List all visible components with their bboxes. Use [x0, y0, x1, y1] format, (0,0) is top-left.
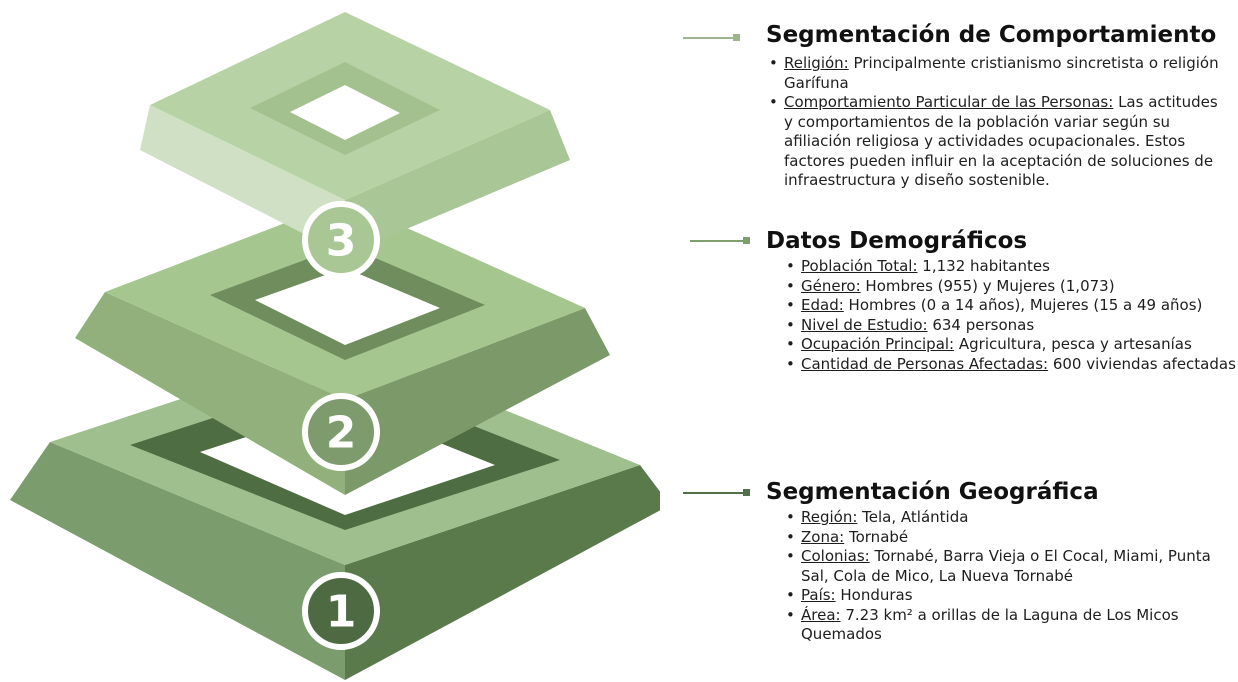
geographic-item: Zona: Tornabé — [786, 527, 1221, 548]
level-2-badge: 2 — [302, 393, 380, 471]
geographic-item: Área: 7.23 km² a orillas de la Laguna de… — [786, 605, 1221, 645]
demographic-item-label: Población Total: — [801, 257, 918, 275]
demographic-item: Género: Hombres (955) y Mujeres (1,073) — [786, 276, 1238, 297]
level-3-inner-floor — [290, 85, 400, 140]
level-3-left-face — [140, 105, 345, 255]
level-3-number: 3 — [326, 216, 357, 267]
level-1-number: 1 — [326, 587, 357, 638]
level-1-badge: 1 — [302, 572, 380, 650]
level-2-number: 2 — [326, 408, 357, 459]
demographic-item-label: Edad: — [801, 296, 844, 314]
geographic-item-label: País: — [801, 586, 836, 604]
demographic-item-text: 1,132 habitantes — [917, 257, 1050, 275]
geographic-item-text: Honduras — [835, 586, 913, 604]
demographic-item: Edad: Hombres (0 a 14 años), Mujeres (15… — [786, 296, 1238, 316]
demographic-item: Población Total: 1,132 habitantes — [786, 257, 1238, 277]
list-geographic: Región: Tela, AtlántidaZona: TornabéColo… — [783, 508, 1221, 645]
demographic-item: Cantidad de Personas Afectadas: 600 vivi… — [786, 354, 1238, 375]
level-2-right-face — [345, 308, 610, 495]
geographic-item-label: Región: — [801, 508, 858, 526]
demographic-item-label: Género: — [801, 276, 861, 295]
section-title-behavior: Segmentación de Comportamiento — [766, 22, 1217, 48]
behavior-item-text: Las actitudes y comportamientos de la po… — [784, 93, 1218, 189]
geographic-item-text: Tela, Atlántida — [857, 508, 969, 526]
behavior-item-text: Principalmente cristianismo sincretista … — [784, 54, 1219, 92]
behavior-item: Religión: Principalmente cristianismo si… — [769, 54, 1229, 93]
section-title-geographic: Segmentación Geográfica — [766, 479, 1099, 505]
level-2-left-face — [75, 292, 345, 495]
level-1-left-face — [10, 442, 345, 680]
demographic-item-text: Hombres (0 a 14 años), Mujeres (15 a 49 … — [843, 296, 1203, 314]
geographic-item-label: Zona: — [801, 527, 845, 546]
demographic-item-text: 600 viviendas afectadas — [1048, 354, 1236, 373]
demographic-item-label: Ocupación Principal: — [801, 335, 955, 353]
geographic-item: Región: Tela, Atlántida — [786, 508, 1221, 528]
demographic-item-text: Agricultura, pesca y artesanías — [954, 335, 1192, 353]
geographic-item-text: Tornabé, Barra Vieja o El Cocal, Miami, … — [801, 547, 1211, 585]
level-3-right-face — [345, 110, 570, 255]
geographic-item-text: 7.23 km² a orillas de la Laguna de Los M… — [801, 605, 1179, 644]
level-1-right-face — [345, 465, 660, 680]
geographic-item-text: Tornabé — [844, 527, 909, 546]
demographic-item-text: Hombres (955) y Mujeres (1,073) — [860, 276, 1115, 295]
demographic-item-text: 634 personas — [927, 315, 1035, 334]
geographic-item: País: Honduras — [786, 586, 1221, 606]
behavior-item: Comportamiento Particular de las Persona… — [769, 93, 1229, 191]
pyramid-level-3 — [140, 12, 570, 255]
behavior-item-label: Comportamiento Particular de las Persona… — [784, 93, 1114, 111]
behavior-item-label: Religión: — [784, 54, 849, 72]
demographic-item-label: Nivel de Estudio: — [801, 315, 928, 334]
geographic-item-label: Área: — [801, 605, 841, 624]
level-3-badge: 3 — [302, 201, 380, 279]
geographic-item-label: Colonias: — [801, 547, 870, 565]
demographic-item: Nivel de Estudio: 634 personas — [786, 315, 1238, 336]
geographic-item: Colonias: Tornabé, Barra Vieja o El Coca… — [786, 547, 1221, 586]
demographic-item: Ocupación Principal: Agricultura, pesca … — [786, 335, 1238, 355]
level-2-inner-floor — [255, 268, 440, 345]
demographic-item-label: Cantidad de Personas Afectadas: — [801, 354, 1049, 373]
pyramid-level-2 — [75, 200, 610, 495]
list-behavior: Religión: Principalmente cristianismo si… — [766, 54, 1229, 191]
pyramid-diagram: 3 2 1 — [10, 12, 660, 680]
list-demographic: Población Total: 1,132 habitantesGénero:… — [783, 257, 1238, 374]
section-title-demographic: Datos Demográficos — [766, 228, 1028, 254]
